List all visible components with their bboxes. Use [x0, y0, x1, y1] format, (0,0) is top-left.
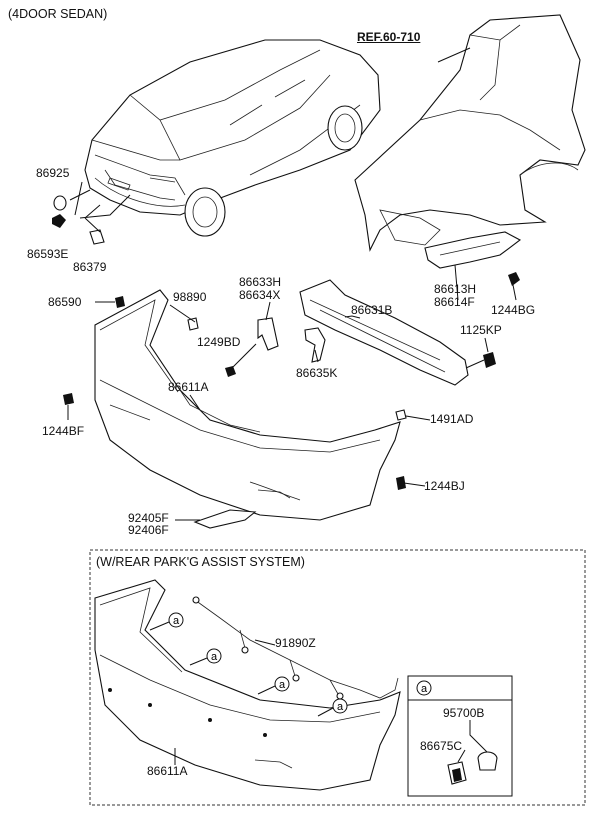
part-label-86379: 86379	[73, 260, 107, 274]
rear-bumper-upper	[94, 289, 401, 521]
clip-86590-icon	[115, 296, 125, 308]
beam-86631b-icon	[299, 279, 469, 386]
part-label-86614f: 86614F	[434, 295, 475, 309]
callout-a-1	[168, 612, 184, 628]
bolt-1125kp-icon	[483, 352, 496, 368]
part-label-98890: 98890	[173, 290, 207, 304]
clip-1491ad-icon	[395, 409, 407, 421]
callout-letter-1: a	[173, 615, 180, 627]
part-label-1249bd: 1249BD	[197, 335, 241, 349]
part-label-1244bj: 1244BJ	[424, 479, 465, 493]
callout-letter-3: a	[279, 679, 286, 691]
part-label-86925: 86925	[36, 166, 70, 180]
part-label-92405f: 92405F	[128, 511, 169, 525]
quarter-panel-ref	[354, 14, 586, 252]
detail-letter: a	[421, 683, 428, 695]
callout-a-3	[274, 676, 290, 692]
part-label-1244bg: 1244BG	[491, 303, 536, 317]
part-label-1125kp: 1125KP	[460, 323, 502, 337]
bracket-86613h-icon	[424, 231, 522, 269]
sensor-95700b-icon	[477, 751, 498, 771]
part-label-91890z: 91890Z	[275, 636, 316, 650]
reference-link[interactable]: REF.60-710	[357, 30, 421, 44]
part-label-86611a-lower: 86611A	[147, 764, 188, 778]
screw-1244bg-icon	[508, 272, 520, 286]
part-label-1244bf: 1244BF	[42, 424, 85, 438]
part-label-86634x: 86634X	[239, 288, 281, 302]
part-label-92406f: 92406F	[128, 523, 169, 537]
bracket-86635k-icon	[304, 327, 326, 363]
reflector-92405f-icon	[193, 509, 257, 529]
clip-86379-icon	[89, 229, 105, 245]
callout-a-2	[206, 648, 222, 664]
bracket-86633h-icon	[257, 317, 279, 351]
leader-lines	[67, 264, 517, 521]
part-label-1491ad: 1491AD	[430, 412, 474, 426]
part-label-86635k: 86635K	[296, 366, 338, 380]
part-label-95700b: 95700B	[443, 706, 485, 720]
part-label-86590: 86590	[48, 295, 82, 309]
park-assist-section-frame	[89, 549, 586, 806]
screw-1244bf-icon	[63, 393, 74, 405]
clip-98890-icon	[187, 317, 199, 331]
plug-86925-icon	[53, 195, 67, 211]
sedan-illustration	[69, 39, 381, 237]
rear-bumper-lower	[94, 579, 401, 791]
callout-a-4	[332, 698, 348, 714]
screw-1249bd-icon	[225, 366, 236, 377]
variant-title: (4DOOR SEDAN)	[8, 7, 108, 21]
part-label-86613h: 86613H	[434, 282, 477, 296]
screw-1244bj-icon	[396, 476, 406, 490]
part-label-86633h: 86633H	[239, 275, 282, 289]
screw-86593e-icon	[52, 214, 66, 228]
callout-letter-2: a	[211, 651, 218, 663]
callout-letter-4: a	[337, 701, 344, 713]
part-label-86631b: 86631B	[351, 303, 393, 317]
part-label-86675c: 86675C	[420, 739, 463, 753]
detail-callout-a	[416, 680, 432, 696]
part-label-86593e: 86593E	[27, 247, 69, 261]
part-label-86611a-upper: 86611A	[168, 380, 209, 394]
park-assist-title: (W/REAR PARK'G ASSIST SYSTEM)	[96, 555, 305, 569]
